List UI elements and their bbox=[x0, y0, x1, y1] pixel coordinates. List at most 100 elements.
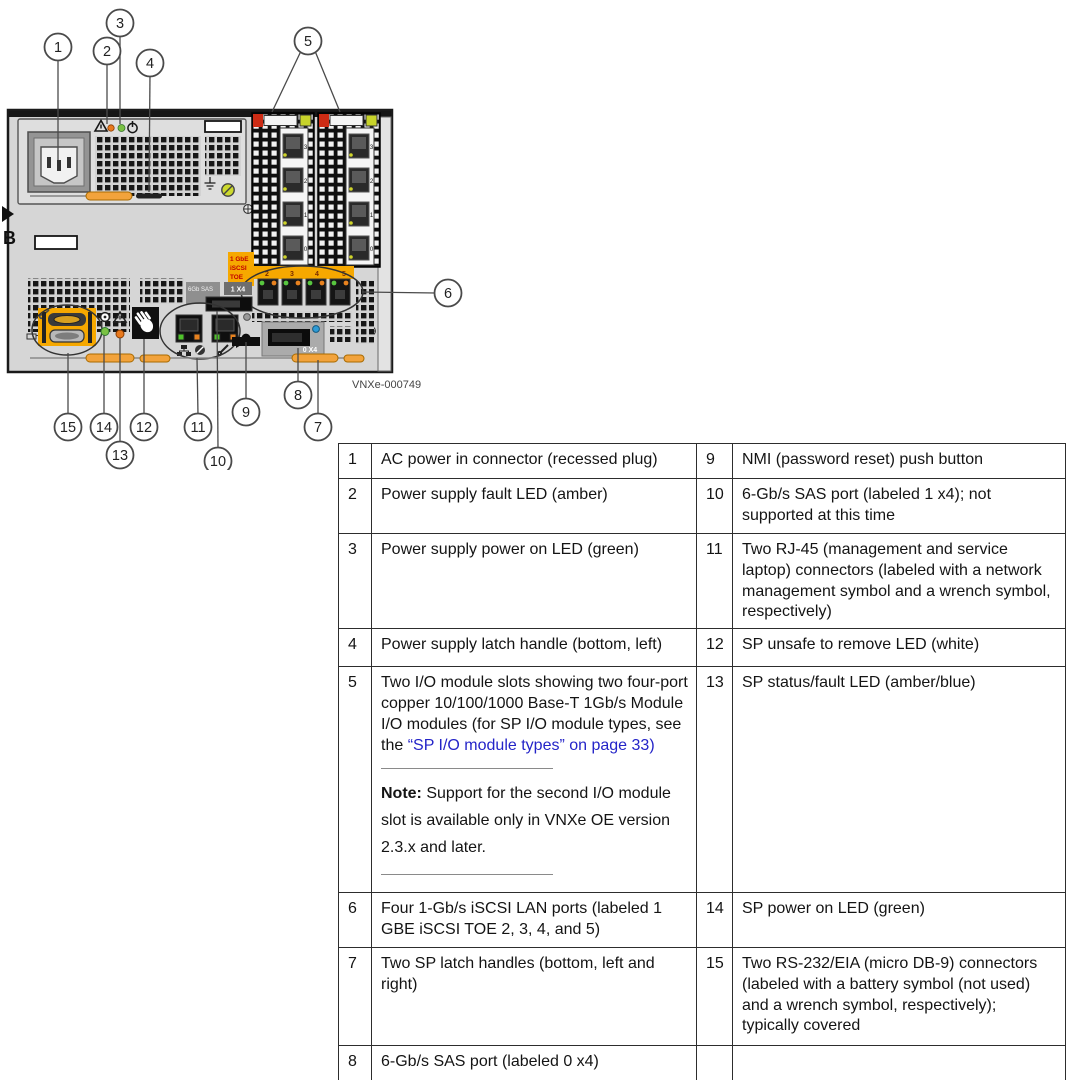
callout-2: 2 bbox=[92, 36, 122, 66]
callout-13: 13 bbox=[105, 440, 135, 470]
item-description: NMI (password reset) push button bbox=[732, 443, 1066, 479]
table-row: 1 AC power in connector (recessed plug) … bbox=[338, 443, 1066, 479]
item-description: Two RJ-45 (management and service laptop… bbox=[732, 532, 1066, 630]
module-port-labels: 3 2 1 0 bbox=[304, 145, 308, 253]
sp-latch-handle-left2[interactable] bbox=[139, 354, 171, 363]
sp-latch-handle-right2[interactable] bbox=[343, 354, 365, 363]
item-number: 11 bbox=[696, 532, 733, 630]
module-port-labels: 3 2 1 0 bbox=[370, 145, 374, 253]
svg-text:4: 4 bbox=[146, 56, 154, 72]
item-description: Power supply fault LED (amber) bbox=[371, 478, 697, 534]
svg-text:3: 3 bbox=[290, 271, 294, 278]
module-square-yellow bbox=[365, 114, 378, 127]
panel-screw bbox=[243, 204, 253, 214]
item-description: AC power in connector (recessed plug) bbox=[371, 443, 697, 479]
svg-text:12: 12 bbox=[136, 420, 152, 436]
svg-text:6: 6 bbox=[444, 286, 452, 302]
svg-text:9: 9 bbox=[242, 405, 250, 421]
item-description: 6-Gb/s SAS port (labeled 0 x4) bbox=[371, 1045, 697, 1080]
item-number: 1 bbox=[338, 443, 372, 479]
callout-14: 14 bbox=[89, 412, 119, 442]
iscsi-toe-label: 1 GbE iSCSI TOE bbox=[228, 252, 254, 286]
management-ports-highlight-ellipse bbox=[159, 302, 241, 360]
svg-text:13: 13 bbox=[112, 448, 128, 464]
callout-1: 1 bbox=[43, 32, 73, 62]
note-label: Note: bbox=[381, 785, 422, 803]
psu-vent-grid bbox=[95, 136, 201, 196]
item-description: SP power on LED (green) bbox=[732, 892, 1066, 948]
description-text: Two I/O module slots showing two four-po… bbox=[381, 674, 688, 754]
sas-type-label: 6Gb SAS bbox=[188, 287, 213, 293]
sas-1x4-label: 1 X4 bbox=[231, 287, 246, 294]
module-rj45-ports[interactable] bbox=[348, 133, 370, 261]
item-number: 13 bbox=[696, 666, 733, 893]
psu-thumbscrew[interactable] bbox=[221, 183, 235, 197]
callout-6: 6 bbox=[433, 278, 463, 308]
network-management-icon bbox=[177, 345, 191, 356]
db9-micro-connector[interactable] bbox=[49, 329, 85, 343]
io-module-slot-1: 3 2 1 0 bbox=[251, 112, 315, 268]
svg-text:10: 10 bbox=[210, 454, 226, 470]
item-description: 6-Gb/s SAS port (labeled 1 x4); not supp… bbox=[732, 478, 1066, 534]
db9-connector-area bbox=[26, 308, 96, 346]
svg-text:0: 0 bbox=[304, 247, 308, 253]
svg-text:7: 7 bbox=[314, 420, 322, 436]
sp-vent-grid-corner bbox=[330, 326, 352, 342]
item-number: 2 bbox=[338, 478, 372, 534]
sp-vent-grid-mid bbox=[140, 278, 184, 304]
sas-blue-dot bbox=[312, 325, 320, 333]
sp-power-led bbox=[100, 327, 110, 336]
item-number: 15 bbox=[696, 947, 733, 1046]
svg-text:2: 2 bbox=[103, 44, 111, 60]
sp-fault-warning-icon bbox=[112, 310, 128, 323]
svg-text:1 GbE: 1 GbE bbox=[230, 256, 249, 263]
table-row: 8 6-Gb/s SAS port (labeled 0 x4) bbox=[338, 1045, 1066, 1080]
note-rule-top bbox=[381, 768, 553, 770]
management-ports[interactable] bbox=[175, 314, 239, 343]
item-description: Power supply latch handle (bottom, left) bbox=[371, 628, 697, 668]
svg-text:11: 11 bbox=[190, 420, 205, 436]
psu-latch-grip[interactable] bbox=[136, 193, 162, 199]
item-number: 8 bbox=[338, 1045, 372, 1080]
svg-text:8: 8 bbox=[294, 388, 302, 404]
callouts: 1 2 3 4 5 6 7 8 9 10 11 12 13 14 15 bbox=[43, 8, 463, 470]
table-row: 4 Power supply latch handle (bottom, lef… bbox=[338, 628, 1066, 668]
psu-pull-handle[interactable] bbox=[204, 120, 242, 133]
item-description bbox=[732, 1045, 1066, 1080]
svg-text:3: 3 bbox=[304, 145, 308, 151]
io-module-slot-2: 3 2 1 0 bbox=[317, 112, 381, 268]
psu-latch-handle[interactable] bbox=[85, 191, 133, 201]
module-marker-red bbox=[319, 114, 329, 127]
item-number: 5 bbox=[338, 666, 372, 893]
svg-text:1: 1 bbox=[370, 213, 374, 219]
svg-text:TOE: TOE bbox=[230, 274, 244, 281]
item-number: 10 bbox=[696, 478, 733, 534]
sp-io-module-types-link[interactable]: “SP I/O module types” on page 33) bbox=[407, 736, 655, 754]
sas-port-1x4[interactable]: 6Gb SAS 1 X4 bbox=[186, 282, 253, 321]
hand-icon bbox=[134, 311, 154, 333]
psu-fault-warning-icon bbox=[93, 118, 109, 132]
iscsi-lan-ports[interactable] bbox=[257, 278, 351, 306]
unsafe-remove-hand-box bbox=[132, 307, 159, 339]
callout-4: 4 bbox=[135, 48, 165, 78]
sp-latch-handle-left[interactable] bbox=[85, 353, 135, 363]
db9-covered-connector[interactable] bbox=[48, 313, 86, 326]
item-number bbox=[696, 1045, 733, 1080]
note-text: Support for the second I/O module slot i… bbox=[381, 785, 671, 857]
callout-3: 3 bbox=[105, 8, 135, 38]
table-row: 5 Two I/O module slots showing two four-… bbox=[338, 666, 1066, 893]
power-symbol-icon bbox=[127, 121, 138, 134]
table-row: 7 Two SP latch handles (bottom, left and… bbox=[338, 947, 1066, 1046]
sas-0x4-label: 0 X4 bbox=[303, 347, 318, 354]
figure-part-number: VNXe-000749 bbox=[352, 379, 421, 391]
sp-latch-handle-right[interactable] bbox=[291, 353, 339, 363]
iscsi-port-number-strip: 2 3 4 5 bbox=[254, 266, 354, 279]
svg-text:4: 4 bbox=[315, 271, 319, 278]
unsafe-remove-symbol-icon bbox=[99, 311, 111, 323]
sas-port-0x4[interactable]: 0 X4 bbox=[261, 321, 325, 357]
module-rj45-ports[interactable] bbox=[282, 133, 304, 261]
sp-pull-handle[interactable] bbox=[34, 235, 78, 250]
svg-text:5: 5 bbox=[304, 34, 312, 50]
item-number: 14 bbox=[696, 892, 733, 948]
